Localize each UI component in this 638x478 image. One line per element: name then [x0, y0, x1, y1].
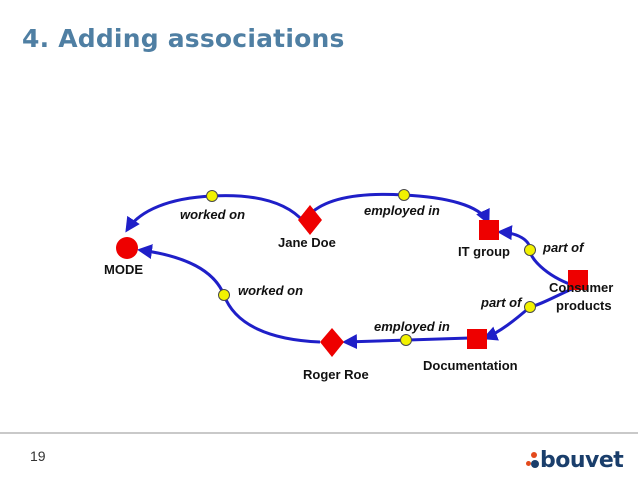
node-documentation[interactable]: [467, 329, 487, 349]
association-label-jane-worked-on: worked on: [180, 207, 245, 222]
association-dot-jane-worked-on[interactable]: [206, 190, 218, 202]
association-dot-doc-part-of[interactable]: [524, 301, 536, 313]
footer-divider: [0, 432, 638, 434]
node-label-consumer-line1: Consumer: [549, 280, 613, 295]
association-label-roger-employed-in: employed in: [374, 319, 450, 334]
bouvet-logo: bouvet: [522, 446, 624, 474]
association-label-it-part-of: part of: [542, 240, 585, 255]
association-label-doc-part-of: part of: [480, 295, 523, 310]
node-label-roger-roe: Roger Roe: [303, 367, 369, 382]
association-label-jane-employed-in: employed in: [364, 203, 440, 218]
node-it-group[interactable]: [479, 220, 499, 240]
node-label-consumer-line2: products: [556, 298, 612, 313]
node-label-it-group: IT group: [458, 244, 510, 259]
association-dot-jane-employed-in[interactable]: [398, 189, 410, 201]
node-label-mode: MODE: [104, 262, 143, 277]
association-dot-roger-worked-on[interactable]: [218, 289, 230, 301]
node-consumer-products[interactable]: [568, 270, 588, 290]
logo-text: bouvet: [540, 447, 624, 473]
node-mode[interactable]: [116, 237, 138, 259]
association-label-roger-worked-on: worked on: [238, 283, 303, 298]
node-roger-roe[interactable]: [320, 328, 344, 357]
slide-title: 4. Adding associations: [22, 24, 345, 53]
association-dot-it-part-of[interactable]: [524, 244, 536, 256]
logo-dots-icon: [522, 449, 540, 471]
node-label-jane-doe: Jane Doe: [278, 235, 336, 250]
node-jane-doe[interactable]: [298, 205, 322, 235]
page-number: 19: [30, 448, 46, 464]
node-label-documentation: Documentation: [423, 358, 518, 373]
association-dot-roger-employed-in[interactable]: [400, 334, 412, 346]
